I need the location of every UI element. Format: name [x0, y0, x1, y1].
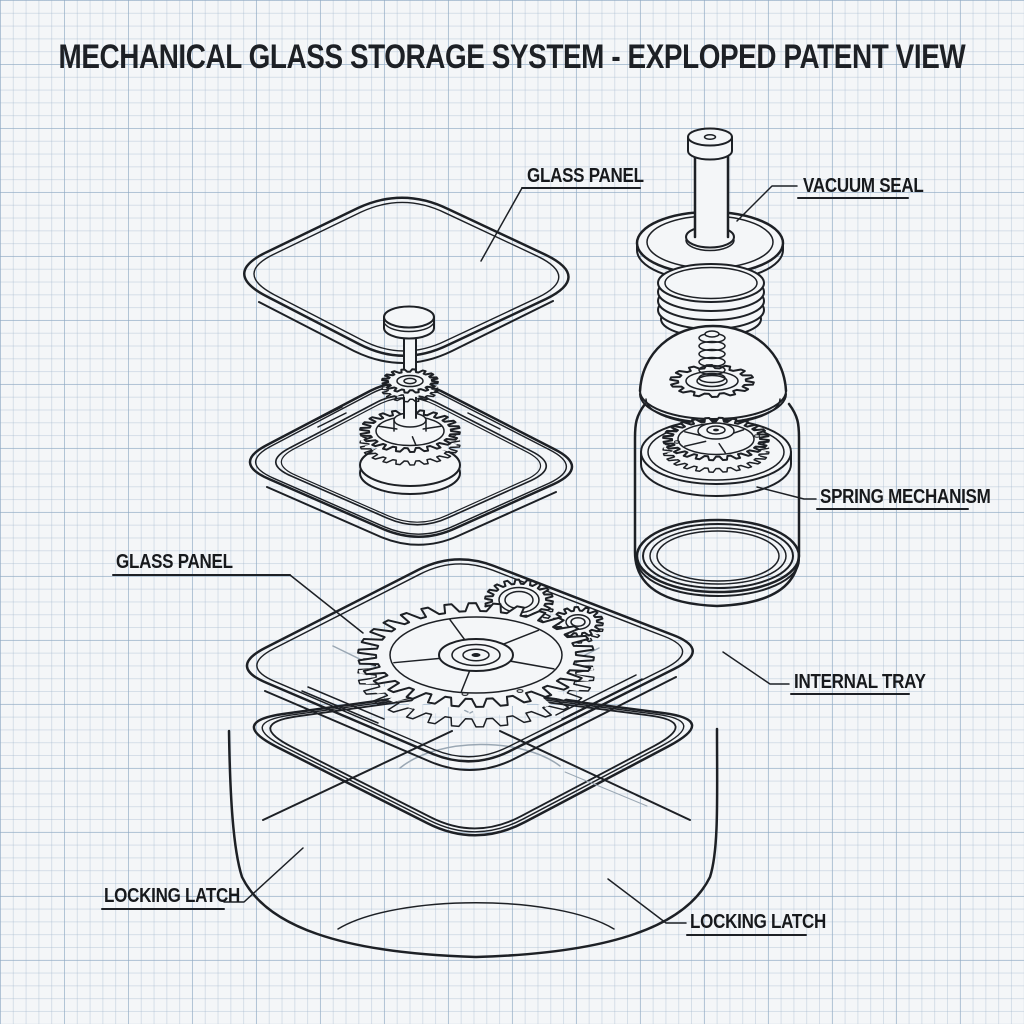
- svg-text:LOCKING LATCH: LOCKING LATCH: [690, 910, 826, 933]
- vacuum-seal-plunger: [635, 127, 788, 425]
- leader-line: [289, 574, 364, 634]
- svg-text:GLASS PANEL: GLASS PANEL: [527, 164, 644, 187]
- lid-knob: [383, 305, 435, 340]
- seal-frame-panel: [248, 305, 574, 546]
- drawing-title: MECHANICAL GLASS STORAGE SYSTEM - EXPLOP…: [58, 38, 966, 76]
- label-glass-panel-left: GLASS PANEL: [112, 550, 364, 634]
- jar-gasket-ring: [635, 518, 801, 597]
- glass-reflection: [399, 743, 561, 769]
- label-locking-latch-right: LOCKING LATCH: [607, 878, 826, 936]
- leader-line: [223, 847, 304, 903]
- star-washer-gear: [669, 364, 755, 398]
- leader-line: [722, 651, 790, 685]
- leader-line: [607, 878, 687, 924]
- glass-jar: [633, 402, 801, 608]
- pinion-gear: [381, 368, 439, 403]
- internal-tray-panel: [245, 558, 695, 771]
- leader-line: [756, 486, 817, 500]
- label-internal-tray: INTERNAL TRAY: [722, 651, 927, 695]
- leader-line: [480, 187, 523, 262]
- svg-text:LOCKING LATCH: LOCKING LATCH: [104, 884, 240, 907]
- svg-text:INTERNAL TRAY: INTERNAL TRAY: [794, 670, 926, 693]
- spring-dome: [638, 324, 788, 425]
- storage-container: [227, 690, 719, 959]
- page-title: MECHANICAL GLASS STORAGE SYSTEM - EXPLOP…: [0, 38, 1024, 77]
- label-spring-mechanism: SPRING MECHANISM: [756, 485, 991, 510]
- svg-text:SPRING MECHANISM: SPRING MECHANISM: [820, 485, 991, 508]
- latch-slots: [301, 674, 643, 724]
- callouts: GLASS PANEL VACUUM SEAL SPRING MECHANISM…: [101, 164, 991, 936]
- svg-text:GLASS PANEL: GLASS PANEL: [116, 550, 233, 573]
- latch-notches: [313, 406, 505, 430]
- svg-text:VACUUM SEAL: VACUUM SEAL: [803, 174, 924, 197]
- label-locking-latch-left: LOCKING LATCH: [101, 847, 304, 910]
- label-vacuum-seal: VACUUM SEAL: [736, 174, 924, 222]
- leader-line: [736, 185, 798, 222]
- crown-gear: [359, 409, 461, 466]
- plunger-cap: [687, 127, 733, 161]
- coil-spring: [698, 330, 726, 384]
- label-glass-panel-top: GLASS PANEL: [480, 164, 644, 262]
